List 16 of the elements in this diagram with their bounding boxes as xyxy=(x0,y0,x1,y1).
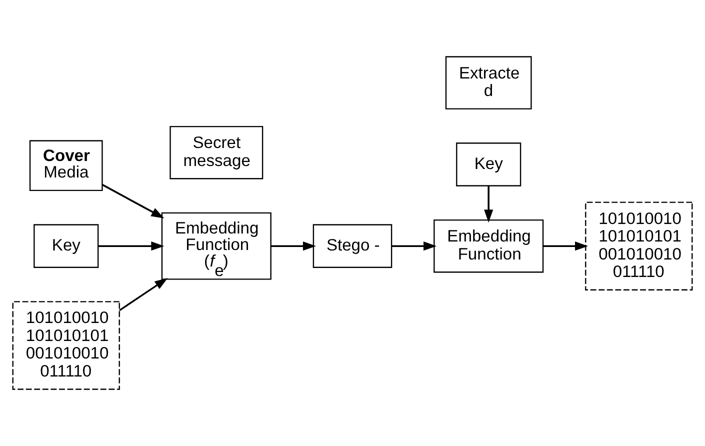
arrow xyxy=(392,242,437,251)
arrow xyxy=(118,278,168,312)
node-box: Cover Media xyxy=(29,140,103,192)
node-box: 101010010 101010101 001010010 011110 xyxy=(12,301,120,390)
node-box: Key xyxy=(456,142,522,186)
arrow xyxy=(271,242,316,251)
node-box: Stego - xyxy=(312,224,392,268)
node-box: 101010010 101010101 001010010 011110 xyxy=(585,202,693,290)
arrow xyxy=(484,186,494,223)
node-box: Key xyxy=(34,224,99,268)
arrow xyxy=(102,184,164,218)
node-box: Secret message xyxy=(170,126,264,180)
arrow xyxy=(98,242,164,251)
node-box: Embedding Function xyxy=(434,219,544,273)
node-box: Extracte d xyxy=(445,56,532,110)
arrow xyxy=(543,242,588,251)
